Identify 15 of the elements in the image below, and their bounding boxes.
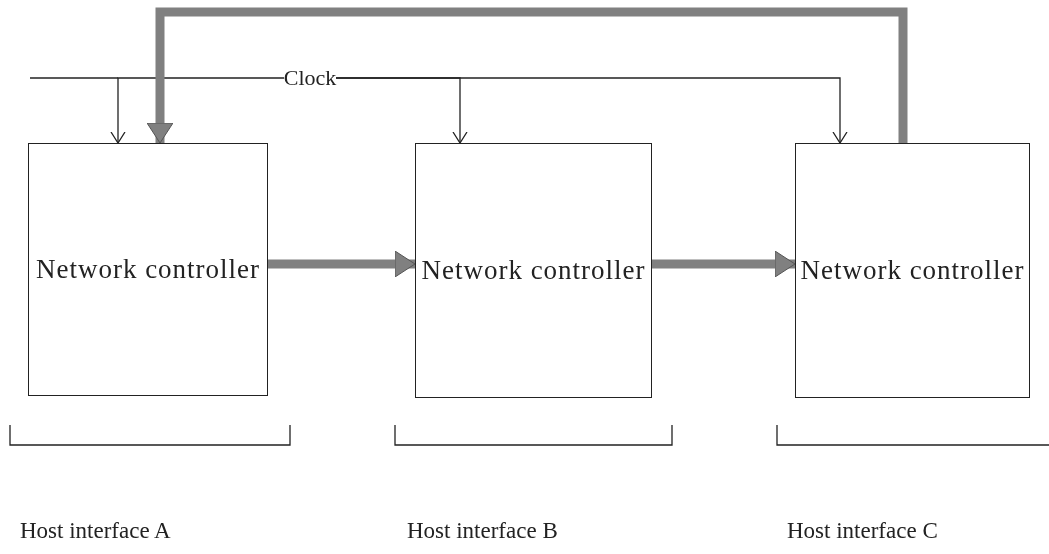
controller-box <box>28 143 268 396</box>
host-interface-label: Host interface B <box>407 518 558 544</box>
host-interface-label: Host interface C <box>787 518 938 544</box>
controller-box <box>415 143 652 398</box>
host-interface-label: Host interface A <box>20 518 171 544</box>
box-label: Network controller <box>800 253 1025 287</box>
clock-label: Clock <box>283 65 337 91</box>
thick-arrow <box>268 250 416 278</box>
arrow <box>335 77 848 144</box>
box-label: Network controller <box>421 253 646 287</box>
box-label: Network controller <box>35 252 261 286</box>
thick-arrow <box>652 250 796 278</box>
controller-box <box>795 143 1030 398</box>
thick-arrow <box>146 7 908 144</box>
arrow <box>110 77 285 144</box>
